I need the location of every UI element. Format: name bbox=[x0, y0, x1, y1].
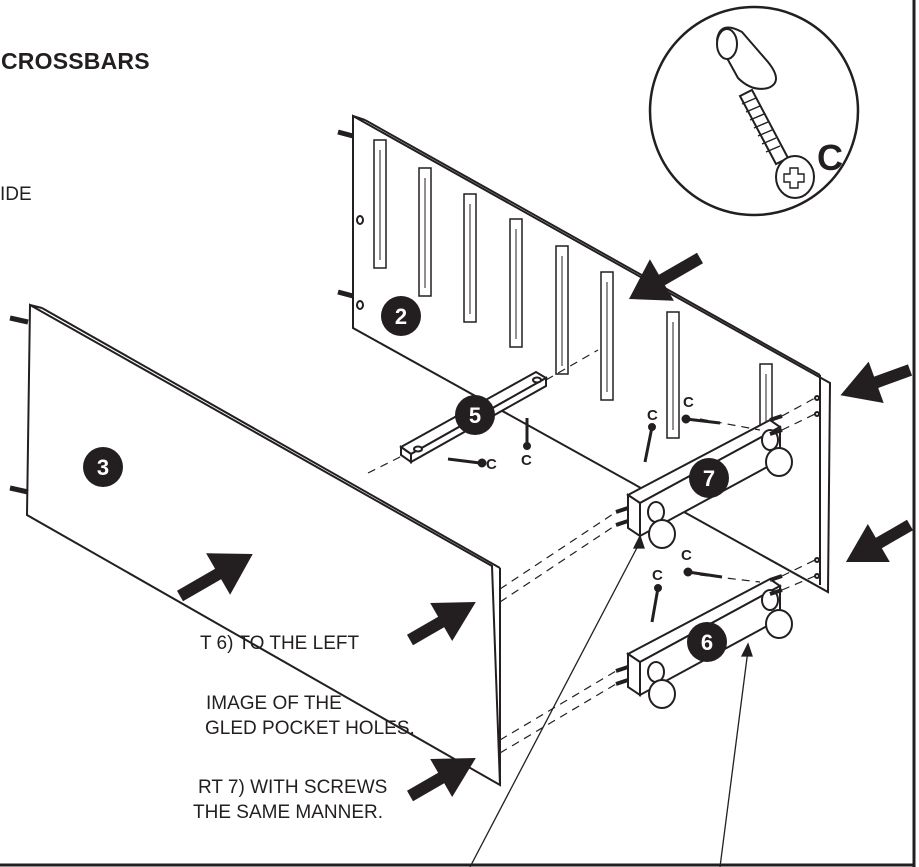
badge-part-5: 5 bbox=[469, 403, 481, 428]
arrow-right-top bbox=[840, 361, 913, 403]
screw-detail-callout: C bbox=[648, 5, 860, 217]
side-panel bbox=[9, 303, 502, 787]
instruction-line: THE SAME MANNER. bbox=[193, 802, 384, 823]
badge-part-6: 6 bbox=[701, 630, 713, 655]
screw-label: C bbox=[683, 394, 694, 411]
instruction-line: T 6) TO THE LEFT bbox=[200, 633, 360, 654]
screw-label: C bbox=[521, 452, 532, 469]
arrow-back-panel bbox=[628, 252, 703, 301]
detail-screw-label: C bbox=[817, 137, 843, 178]
step-heading: CROSSBARS bbox=[1, 48, 150, 74]
badge-part-2: 2 bbox=[395, 304, 407, 329]
side-instruction-text: IDE bbox=[0, 184, 32, 205]
assembly-guide-lines bbox=[367, 349, 816, 754]
direction-arrows bbox=[177, 252, 913, 802]
badge-part-3: 3 bbox=[97, 455, 109, 480]
screw-label: C bbox=[652, 567, 663, 584]
screw-label: C bbox=[681, 547, 692, 564]
instruction-line: IMAGE OF THE bbox=[206, 693, 342, 714]
part-badges: 2 3 5 6 7 bbox=[83, 296, 729, 662]
screw-label: C bbox=[647, 407, 658, 424]
instruction-line: RT 7) WITH SCREWS bbox=[198, 777, 388, 798]
screw-labels: C C C C C C bbox=[486, 394, 694, 584]
screw-label: C bbox=[486, 456, 497, 473]
arrow-side-panel bbox=[177, 553, 253, 602]
screws bbox=[447, 414, 723, 623]
arrow-edge-top bbox=[407, 602, 476, 646]
instruction-line: GLED POCKET HOLES. bbox=[205, 718, 415, 739]
badge-part-7: 7 bbox=[703, 466, 715, 491]
arrow-right-bottom bbox=[845, 519, 913, 563]
arrow-edge-bottom bbox=[407, 758, 476, 802]
leader-lines bbox=[469, 534, 753, 867]
